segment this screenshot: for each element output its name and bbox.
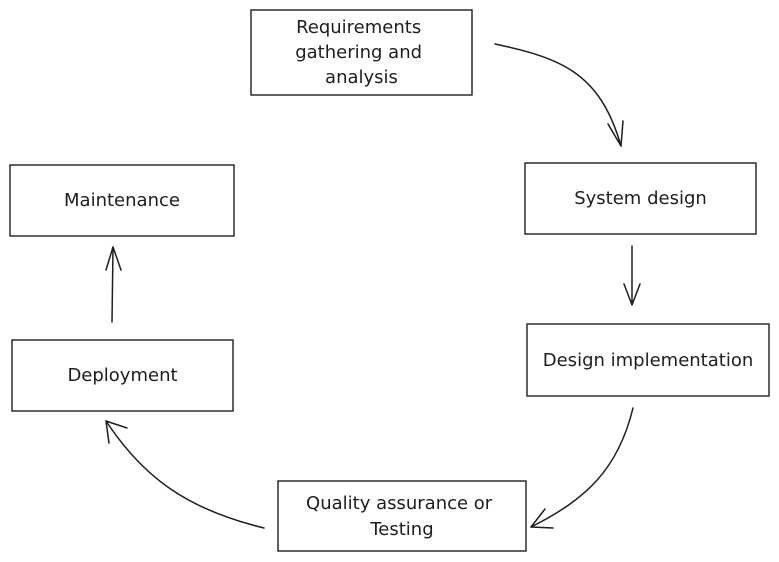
arrowhead-icon bbox=[607, 120, 624, 147]
edge-quality-assurance-to-deployment bbox=[105, 420, 265, 529]
node-quality-assurance: Quality assurance or Testing bbox=[277, 480, 527, 552]
arrowhead-icon bbox=[623, 283, 641, 306]
node-label: Quality assurance or Testing bbox=[306, 493, 498, 540]
arrowhead-icon bbox=[530, 508, 554, 529]
node-label: Maintenance bbox=[64, 190, 180, 211]
node-label-line: System design bbox=[574, 188, 707, 209]
edge-deployment-to-maintenance bbox=[105, 246, 122, 323]
node-deployment: Deployment bbox=[11, 339, 234, 412]
edge-line bbox=[494, 43, 622, 147]
node-maintenance: Maintenance bbox=[9, 164, 235, 237]
node-label: Requirements gathering and analysis bbox=[295, 17, 428, 88]
node-label-line: Testing bbox=[369, 519, 433, 540]
node-box bbox=[526, 323, 770, 397]
node-label: System design bbox=[574, 188, 707, 209]
node-box bbox=[277, 480, 527, 552]
arrowhead-icon bbox=[105, 246, 122, 271]
edge-line bbox=[105, 420, 265, 529]
node-box bbox=[524, 162, 757, 235]
edge-design-implementation-to-quality-assurance bbox=[530, 407, 634, 529]
node-requirements: Requirements gathering and analysis bbox=[250, 9, 473, 96]
node-design-implementation: Design implementation bbox=[526, 323, 770, 397]
node-label-line: Quality assurance or bbox=[306, 493, 493, 514]
edge-line bbox=[530, 407, 634, 528]
node-label-line: Design implementation bbox=[543, 350, 754, 371]
node-system-design: System design bbox=[524, 162, 757, 235]
node-label: Deployment bbox=[67, 365, 177, 386]
node-box bbox=[11, 339, 234, 412]
edge-requirements-to-system-design bbox=[494, 43, 624, 147]
node-box bbox=[9, 164, 235, 237]
node-label-line: Requirements bbox=[296, 17, 421, 38]
node-label: Design implementation bbox=[543, 350, 754, 371]
edge-system-design-to-design-implementation bbox=[623, 245, 641, 306]
node-box bbox=[250, 9, 473, 96]
node-label-line: analysis bbox=[325, 67, 398, 88]
node-label-line: Deployment bbox=[67, 365, 177, 386]
edge-line bbox=[111, 246, 114, 323]
node-label-line: gathering and bbox=[295, 42, 422, 63]
node-label-line: Maintenance bbox=[64, 190, 180, 211]
arrowhead-icon bbox=[105, 420, 128, 444]
